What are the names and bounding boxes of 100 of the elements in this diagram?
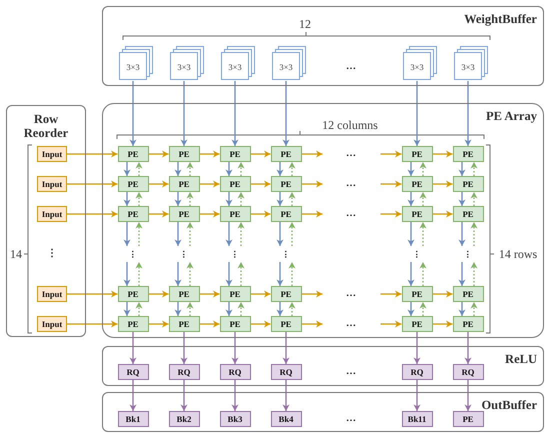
arrow bbox=[124, 192, 130, 206]
arrow bbox=[174, 162, 182, 176]
ellipsis: ⋮ bbox=[413, 246, 421, 262]
arrow bbox=[276, 162, 284, 176]
arrow bbox=[302, 180, 322, 188]
bracket-label: 14 bbox=[10, 248, 22, 260]
arrow bbox=[250, 320, 270, 328]
group-title: ReLU bbox=[505, 352, 537, 366]
arrow bbox=[67, 320, 118, 328]
arrow bbox=[282, 380, 290, 411]
pe-box: PE bbox=[270, 316, 302, 332]
arrow bbox=[288, 192, 296, 206]
arrow bbox=[458, 192, 466, 206]
arrow bbox=[174, 222, 182, 246]
arrow bbox=[200, 210, 220, 218]
arrow bbox=[470, 302, 478, 316]
group-title: PE Array bbox=[486, 109, 537, 124]
group-title: WeightBuffer bbox=[464, 12, 537, 26]
arrow bbox=[380, 290, 402, 298]
arrow bbox=[302, 320, 322, 328]
arrow bbox=[200, 180, 220, 188]
arrow bbox=[148, 150, 168, 158]
pe-box: PE bbox=[220, 206, 250, 222]
arrow bbox=[302, 210, 322, 218]
arrow bbox=[380, 150, 402, 158]
group-box bbox=[102, 6, 544, 86]
arrow bbox=[432, 290, 452, 298]
arrow bbox=[414, 332, 420, 364]
buffer-bank-box: Bk4 bbox=[270, 411, 302, 427]
arrow bbox=[238, 162, 244, 176]
pe-box: PE bbox=[270, 146, 302, 162]
arrow bbox=[470, 262, 478, 286]
arrow bbox=[408, 302, 414, 316]
buffer-bank-box: Bk11 bbox=[402, 411, 432, 427]
input-box: Input bbox=[37, 206, 67, 222]
arrow bbox=[238, 302, 244, 316]
ellipsis: ⋮ bbox=[464, 246, 472, 262]
input-box: Input bbox=[37, 176, 67, 192]
buffer-bank-box: Bk2 bbox=[168, 411, 200, 427]
arrow bbox=[226, 222, 232, 246]
arrow bbox=[302, 150, 322, 158]
ellipsis: … bbox=[346, 289, 356, 299]
arrow bbox=[136, 222, 142, 246]
arrow bbox=[180, 332, 188, 364]
arrow bbox=[186, 162, 194, 176]
bracket-label: 12 bbox=[299, 18, 311, 30]
ellipsis: … bbox=[346, 414, 356, 424]
arrow bbox=[464, 380, 472, 411]
buffer-bank-box: Bk1 bbox=[118, 411, 148, 427]
arrow bbox=[288, 262, 296, 286]
pe-box: PE bbox=[452, 206, 484, 222]
arrow bbox=[250, 180, 270, 188]
arrow bbox=[380, 210, 402, 218]
pe-box: PE bbox=[402, 286, 432, 302]
pe-box: PE bbox=[452, 146, 484, 162]
group-box bbox=[6, 105, 86, 337]
pe-box: PE bbox=[402, 206, 432, 222]
arrow bbox=[67, 210, 118, 218]
arrow bbox=[420, 262, 426, 286]
pe-box: PE bbox=[118, 316, 148, 332]
pe-box: PE bbox=[220, 146, 250, 162]
arrow bbox=[276, 302, 284, 316]
pe-box: PE bbox=[220, 316, 250, 332]
arrow bbox=[136, 192, 142, 206]
arrow bbox=[464, 81, 472, 146]
pe-box: PE bbox=[402, 176, 432, 192]
arrow bbox=[186, 262, 194, 286]
arrow bbox=[226, 192, 232, 206]
arrow bbox=[282, 332, 290, 364]
arrow bbox=[226, 262, 232, 286]
arrow bbox=[408, 222, 414, 246]
arrow bbox=[136, 262, 142, 286]
ellipsis: … bbox=[346, 149, 356, 159]
pe-box: PE bbox=[168, 176, 200, 192]
pe-box: PE bbox=[270, 286, 302, 302]
pe-box: PE bbox=[168, 146, 200, 162]
ellipsis: ⋮ bbox=[282, 246, 290, 262]
arrow bbox=[226, 302, 232, 316]
pe-box: PE bbox=[118, 286, 148, 302]
arrow bbox=[420, 162, 426, 176]
arrow bbox=[302, 290, 322, 298]
ellipsis: … bbox=[346, 319, 356, 329]
arrow bbox=[250, 150, 270, 158]
pe-box: PE bbox=[118, 206, 148, 222]
arrow bbox=[148, 320, 168, 328]
pe-box: PE bbox=[220, 286, 250, 302]
ellipsis: … bbox=[346, 209, 356, 219]
arrow bbox=[124, 302, 130, 316]
ellipsis: ⋮ bbox=[129, 246, 137, 262]
pe-box: PE bbox=[270, 206, 302, 222]
rq-box: RQ bbox=[270, 364, 302, 380]
arrow bbox=[282, 81, 290, 146]
rq-box: RQ bbox=[118, 364, 148, 380]
pe-box: PE bbox=[270, 176, 302, 192]
arrow bbox=[464, 332, 472, 364]
arrow bbox=[180, 81, 188, 146]
arrow bbox=[174, 262, 182, 286]
arrow bbox=[136, 162, 142, 176]
arrow bbox=[232, 81, 238, 146]
arrow bbox=[200, 150, 220, 158]
